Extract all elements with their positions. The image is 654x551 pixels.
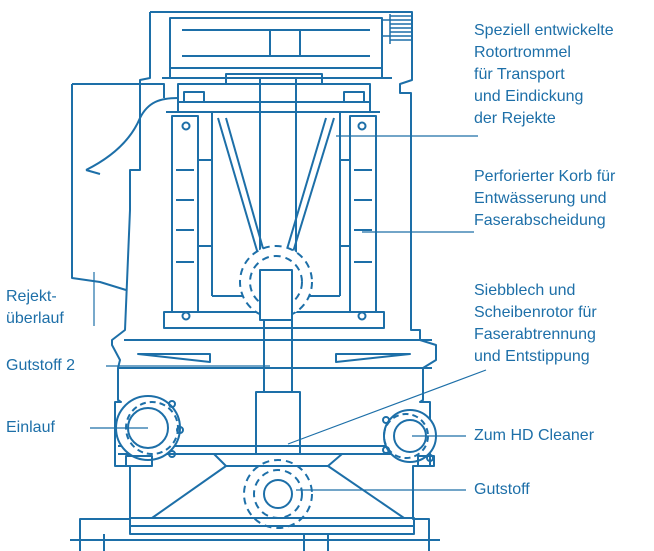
- label-rotor-drum: Speziell entwickelte Rotortrommel für Tr…: [474, 22, 614, 127]
- inlet-port: [115, 395, 184, 467]
- label-to-hd-cleaner: Zum HD Cleaner: [474, 427, 595, 444]
- hd-cleaner-port: [382, 409, 437, 467]
- reject-overflow-chute: [71, 83, 179, 291]
- accepts-2-ring: [239, 245, 313, 321]
- vent-grille: [382, 14, 412, 44]
- label-inlet: Einlauf: [6, 419, 55, 436]
- accepts-port: [243, 459, 313, 529]
- bottom-cone: [70, 453, 440, 551]
- label-accepts: Gutstoff: [474, 481, 530, 498]
- leader-lines: [90, 135, 487, 491]
- label-perforated-basket: Perforierter Korb für Entwässerung und F…: [474, 168, 616, 229]
- collar-plate: [166, 83, 380, 113]
- top-drive-box: [162, 17, 392, 79]
- label-reject-overflow: Rejekt- überlauf: [6, 288, 64, 327]
- label-screen-plate: Siebblech und Scheibenrotor für Faserabt…: [474, 282, 597, 365]
- label-accepts-2: Gutstoff 2: [6, 357, 76, 374]
